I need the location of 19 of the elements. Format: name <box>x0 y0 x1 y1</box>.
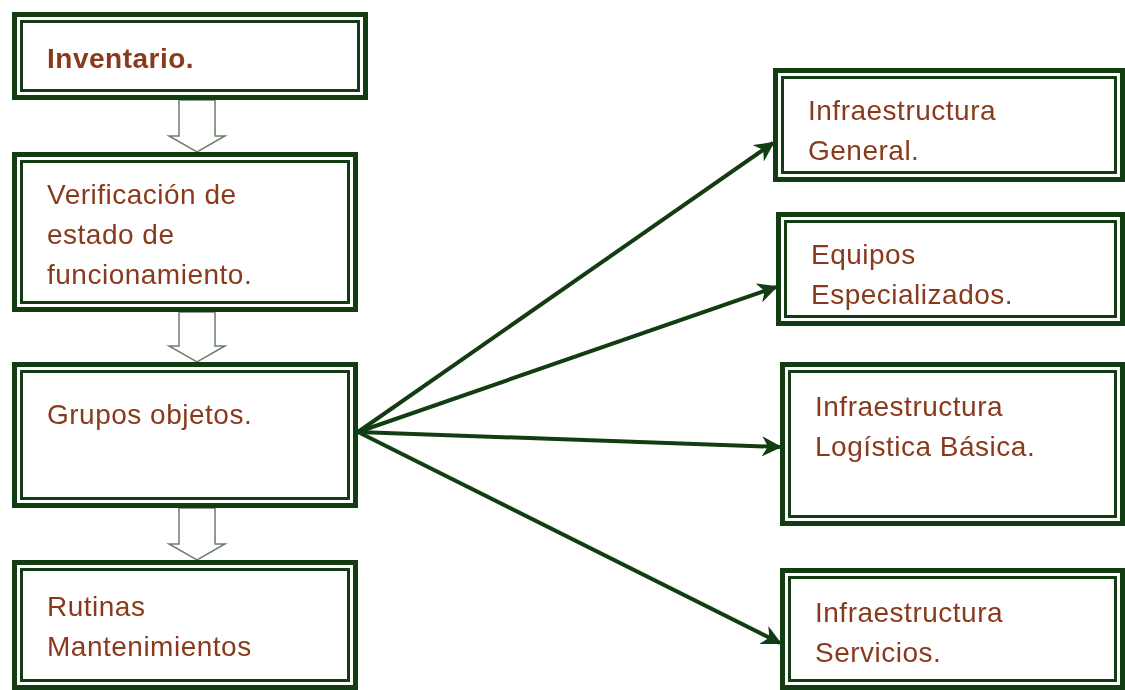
process-box <box>780 362 1125 526</box>
process-box <box>780 568 1125 690</box>
box-label: Infraestructura Servicios. <box>815 596 1005 670</box>
block-arrow <box>166 311 228 363</box>
box-label: Grupos objetos. <box>47 398 254 432</box>
box-label: Equipos Especializados. <box>811 238 1015 312</box>
process-box <box>12 12 368 100</box>
box-label: Verificación de estado de funcionamiento. <box>47 178 254 292</box>
box-label: Infraestructura General. <box>808 94 998 168</box>
process-box <box>773 68 1125 182</box>
process-box <box>776 212 1125 326</box>
box-label: Infraestructura Logística Básica. <box>815 390 1037 464</box>
process-box <box>12 362 358 508</box>
block-arrow <box>166 99 228 153</box>
block-arrow <box>166 507 228 561</box>
process-box <box>12 152 358 312</box>
box-label: Inventario. <box>47 42 196 76</box>
process-box <box>12 560 358 690</box>
box-label: Rutinas Mantenimientos <box>47 590 253 664</box>
